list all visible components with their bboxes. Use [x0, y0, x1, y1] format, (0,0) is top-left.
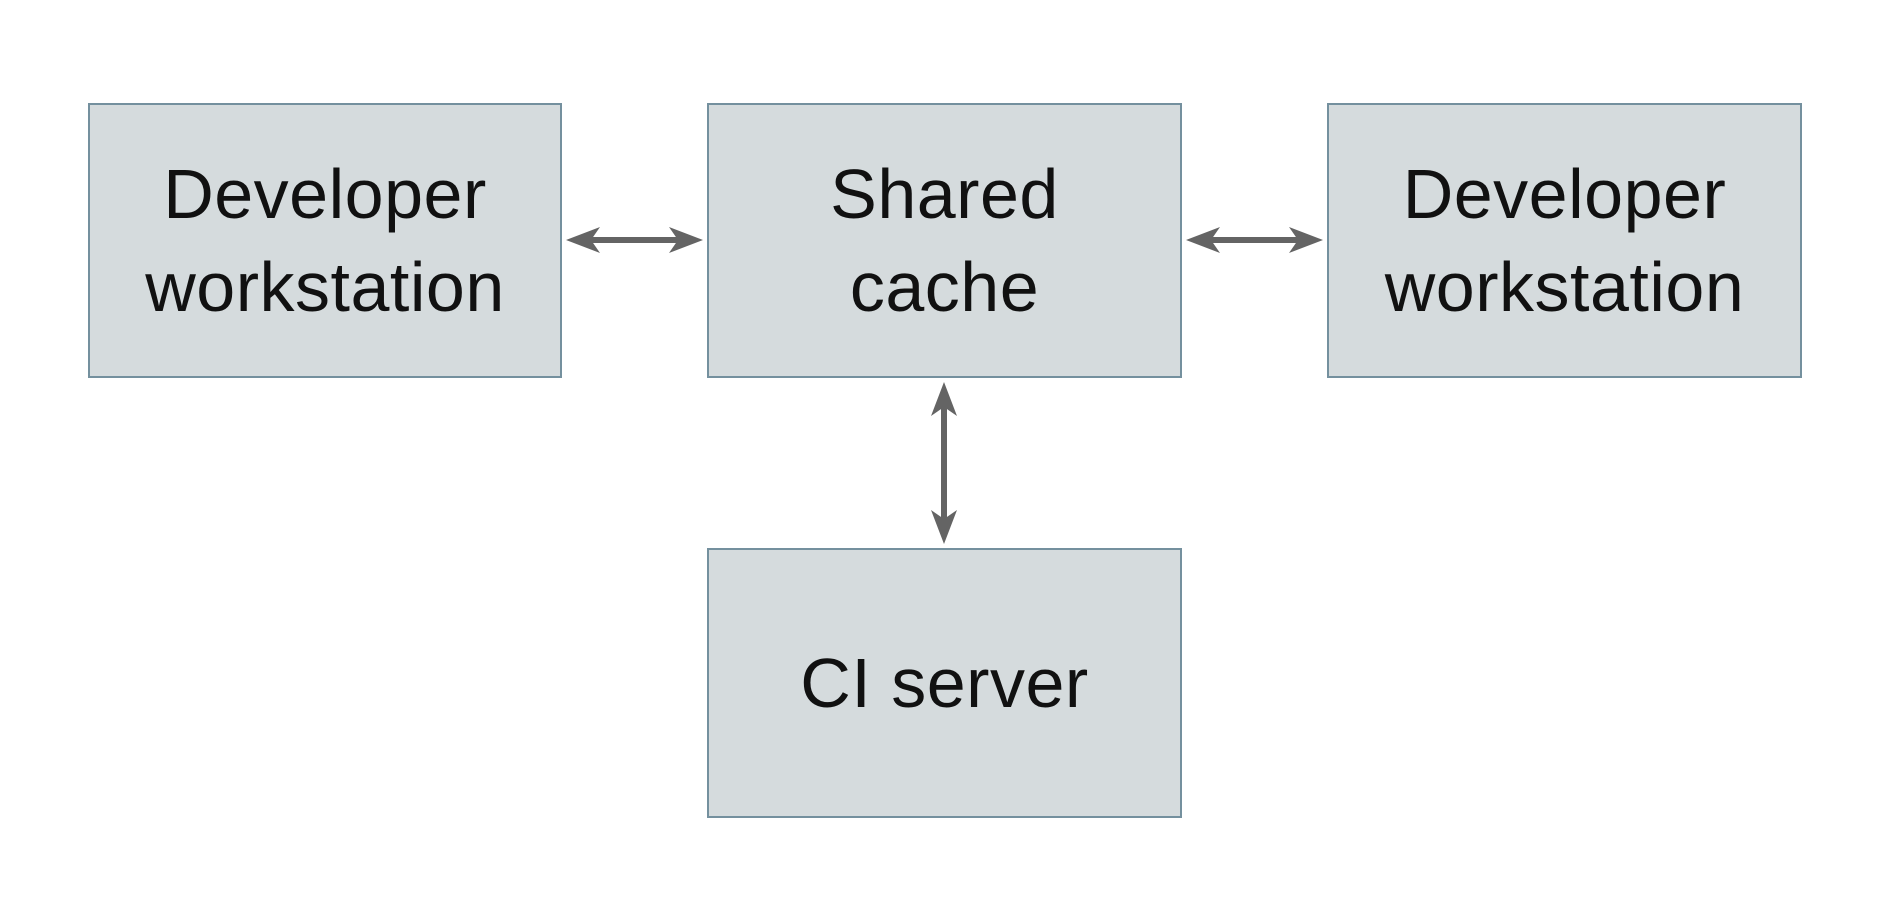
node-developer-workstation-right: Developer workstation — [1327, 103, 1802, 378]
node-ci-server: CI server — [707, 548, 1182, 818]
node-label-shared-cache: Shared cache — [830, 155, 1059, 326]
node-label-developer-workstation-left: Developer workstation — [145, 155, 505, 326]
node-developer-workstation-left: Developer workstation — [88, 103, 562, 378]
node-label-ci-server: CI server — [800, 643, 1089, 722]
node-shared-cache: Shared cache — [707, 103, 1182, 378]
node-label-developer-workstation-right: Developer workstation — [1384, 155, 1745, 326]
